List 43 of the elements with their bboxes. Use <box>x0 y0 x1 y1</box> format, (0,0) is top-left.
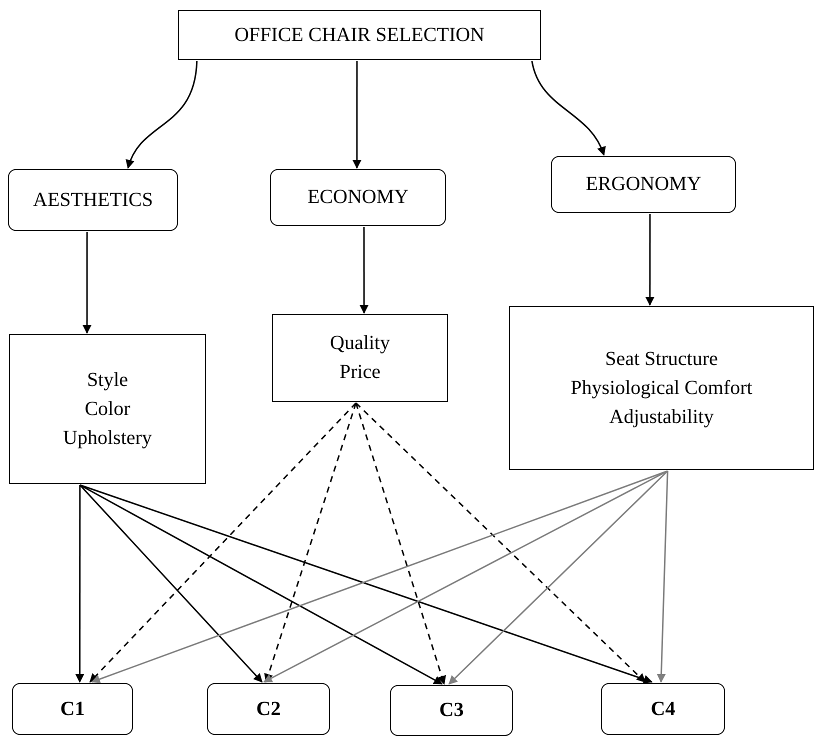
arrow <box>263 470 668 683</box>
arrow <box>79 484 263 683</box>
node-label: Adjustability <box>609 404 714 430</box>
chair-box <box>12 683 133 735</box>
arrow <box>531 60 606 156</box>
text-box <box>509 306 814 470</box>
arrow <box>360 227 369 314</box>
node-label: C2 <box>256 696 281 722</box>
category-box <box>551 156 736 213</box>
arrow <box>355 402 446 685</box>
arrow <box>126 60 198 169</box>
node-label: OFFICE CHAIR SELECTION <box>234 22 484 48</box>
node-label: ERGONOMY <box>586 172 702 197</box>
arrow <box>75 485 84 683</box>
arrow <box>645 214 654 306</box>
node-label: Style <box>86 368 128 392</box>
node-label: C1 <box>60 696 85 722</box>
arrow <box>352 61 362 169</box>
node-label: C3 <box>439 698 464 723</box>
node-label: Physiological Comfort <box>570 376 752 400</box>
node-label: ECONOMY <box>307 185 409 210</box>
node-label: C4 <box>650 696 676 722</box>
category-box <box>8 169 178 231</box>
chair-box <box>601 683 725 735</box>
arrow <box>656 470 668 683</box>
chair-box <box>207 683 330 735</box>
text-box <box>272 314 448 402</box>
node-label: Color <box>84 396 130 422</box>
category-box <box>270 169 446 226</box>
node-label: Seat Structure <box>605 346 718 372</box>
text-box <box>9 334 206 484</box>
node-label: Quality <box>330 331 390 356</box>
node-label: Upholstery <box>63 426 152 450</box>
arrow <box>80 484 443 685</box>
arrow <box>82 232 92 334</box>
text-box <box>178 10 541 60</box>
arrow <box>355 402 646 683</box>
arrow <box>264 402 357 683</box>
arrow <box>448 470 668 685</box>
chair-box <box>390 685 513 736</box>
node-label: AESTHETICS <box>33 188 153 212</box>
arrow <box>89 402 356 683</box>
node-label: Price <box>339 360 381 385</box>
